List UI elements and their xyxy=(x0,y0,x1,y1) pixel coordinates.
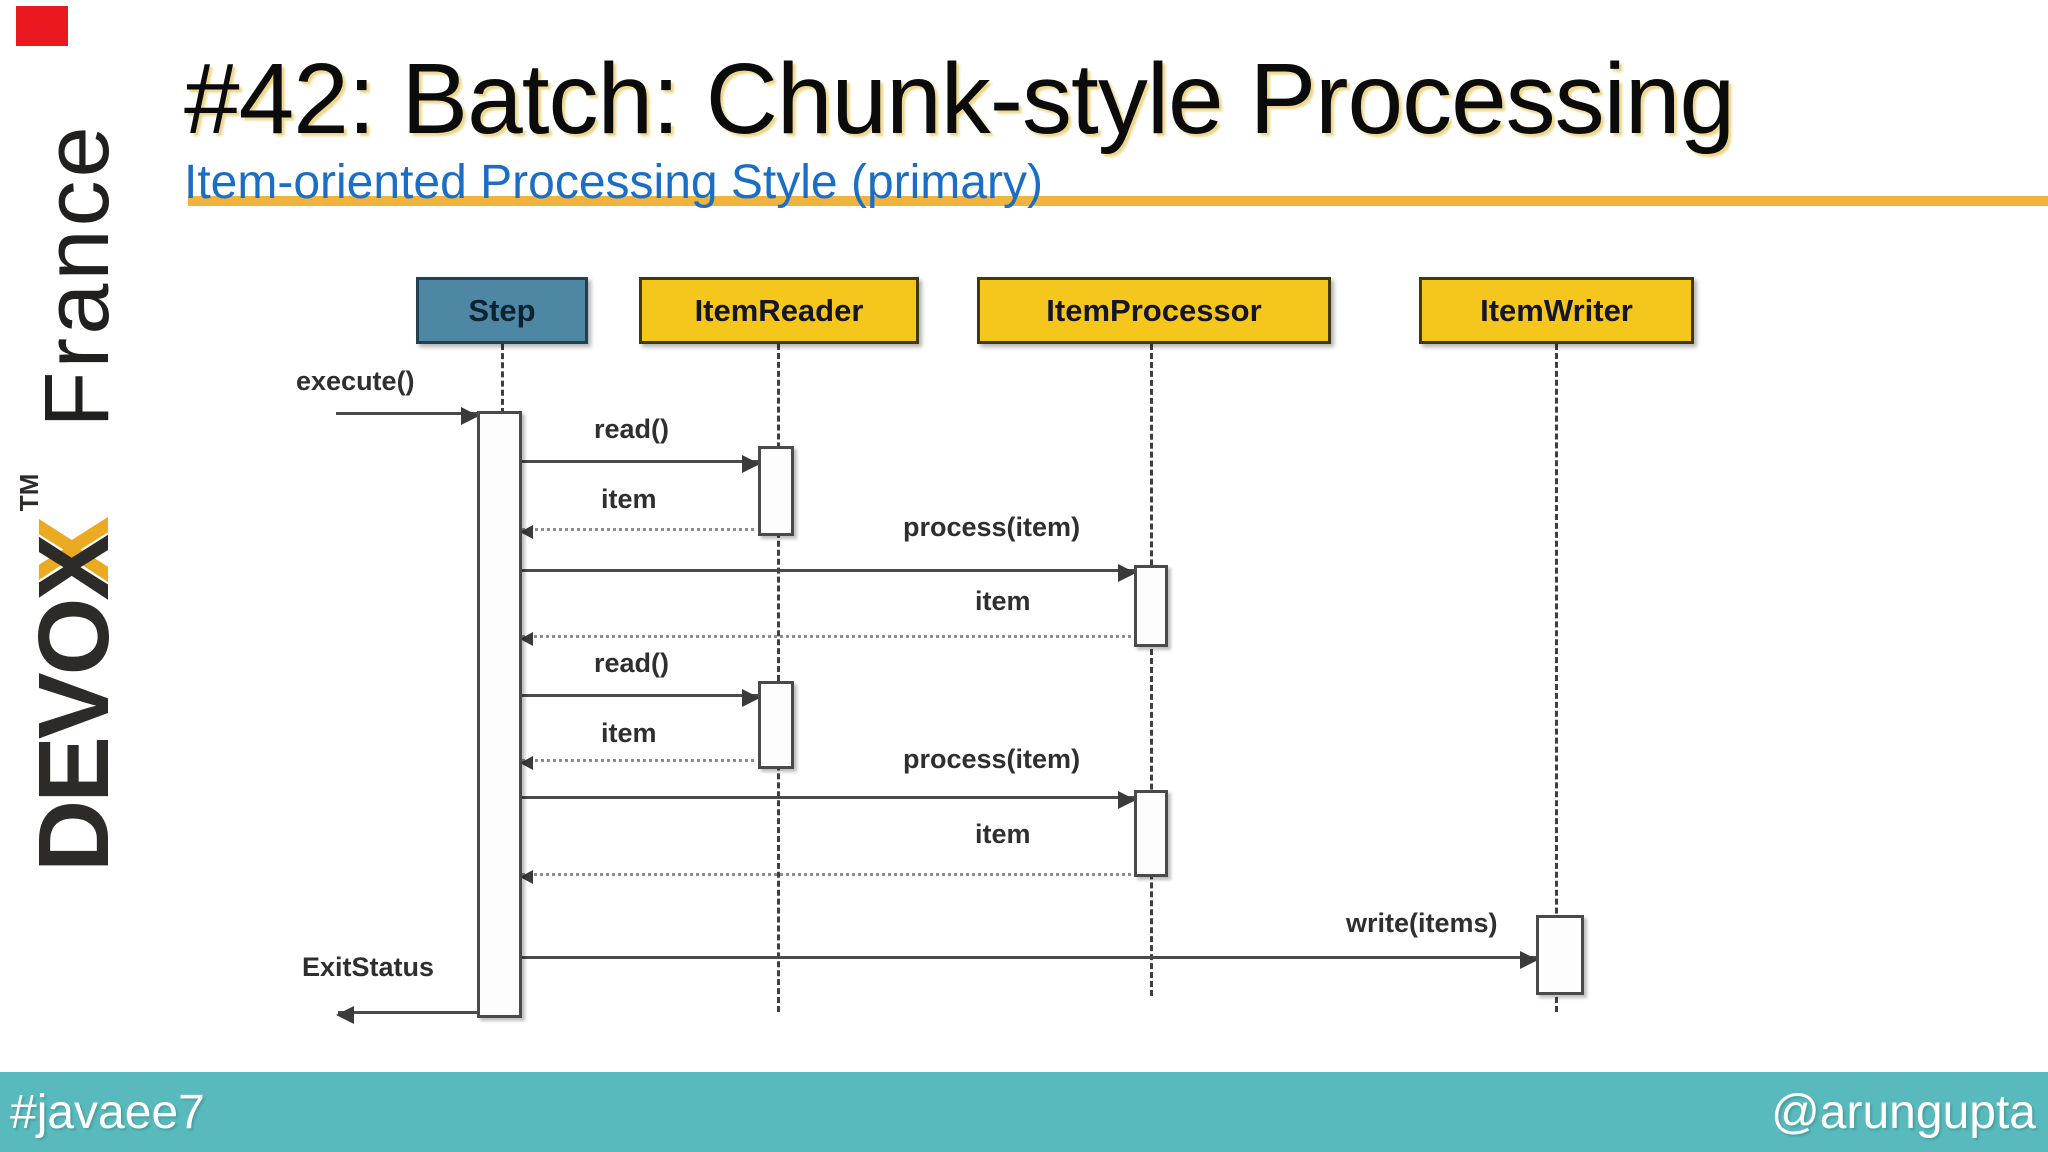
message-item2-label: item xyxy=(975,586,1031,616)
message-process1-label: process(item) xyxy=(903,512,1081,542)
message-process1-line xyxy=(522,564,1136,582)
message-read1-label: read() xyxy=(594,414,670,444)
activation-itemprocessor-1 xyxy=(1134,565,1168,647)
actor-itemwriter: ItemWriter xyxy=(1419,277,1694,344)
devoxx-x-dark: X xyxy=(18,536,130,601)
message-exitstatus-line xyxy=(336,1006,477,1024)
activation-itemreader-1 xyxy=(758,446,794,536)
message-item3-label: item xyxy=(601,718,657,748)
activation-step xyxy=(477,411,522,1018)
footer-handle: @arungupta xyxy=(1771,1085,2036,1139)
page-title: #42: Batch: Chunk-style Processing xyxy=(184,43,1735,155)
actor-itemreader: ItemReader xyxy=(639,277,919,344)
footer-bar: #javaee7 @arungupta xyxy=(0,1072,2048,1152)
message-process2-label: process(item) xyxy=(903,744,1081,774)
message-item4-return-line xyxy=(520,870,1137,884)
record-indicator xyxy=(16,6,68,46)
message-read2-label: read() xyxy=(594,648,670,678)
message-exitstatus-label: ExitStatus xyxy=(302,952,435,982)
message-execute-label: execute() xyxy=(296,366,415,396)
title-underline xyxy=(188,196,2048,206)
trademark-label: TM xyxy=(14,473,44,512)
lifeline-itemreader xyxy=(777,344,780,1012)
actor-itemprocessor: ItemProcessor xyxy=(977,277,1331,344)
lifeline-step xyxy=(501,344,504,414)
message-item4-label: item xyxy=(975,819,1031,849)
message-execute-line xyxy=(336,407,479,425)
france-label: France xyxy=(26,123,128,428)
message-process2-line xyxy=(522,791,1136,809)
activation-itemwriter xyxy=(1536,915,1584,995)
message-item1-return-line xyxy=(520,525,761,539)
logo-rail: DEVOXX TM France xyxy=(0,0,150,900)
page-subtitle: Item-oriented Processing Style (primary) xyxy=(184,156,1043,209)
footer-hashtag: #javaee7 xyxy=(10,1085,205,1139)
activation-itemreader-2 xyxy=(758,681,794,769)
activation-itemprocessor-2 xyxy=(1134,790,1168,877)
message-item2-return-line xyxy=(520,632,1137,646)
lifeline-itemwriter xyxy=(1555,344,1558,1012)
message-read2-line xyxy=(522,689,760,707)
message-write-label: write(items) xyxy=(1346,908,1498,938)
actor-step: Step xyxy=(416,277,588,344)
message-read1-line xyxy=(522,455,760,473)
devoxx-france-logo: DEVOXX TM France xyxy=(14,123,130,872)
devoxx-wordmark: DEVOXX xyxy=(18,519,130,872)
message-item3-return-line xyxy=(520,756,761,770)
message-write-line xyxy=(522,951,1538,969)
message-item1-label: item xyxy=(601,484,657,514)
lifeline-itemprocessor xyxy=(1150,344,1153,996)
